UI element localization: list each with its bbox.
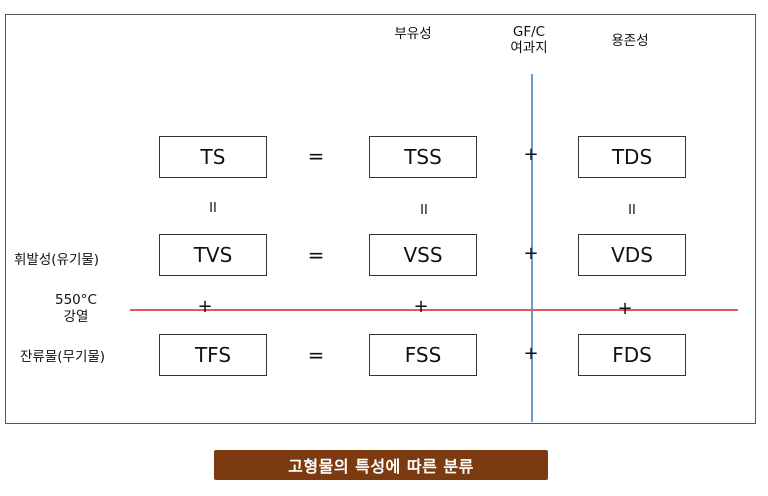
box-tfs: TFS xyxy=(159,334,267,376)
box-fss: FSS xyxy=(369,334,477,376)
label-volatile: 휘발성(유기물) xyxy=(14,252,100,268)
equals-sign: = xyxy=(307,343,325,367)
box-tss: TSS xyxy=(369,136,477,178)
box-ts: TS xyxy=(159,136,267,178)
diagram-frame xyxy=(5,14,756,424)
ignition-separator-line xyxy=(130,309,738,311)
parallel-marker: II xyxy=(628,203,636,218)
header-dissolved: 용존성 xyxy=(611,33,649,49)
equals-sign: = xyxy=(307,243,325,267)
plus-sign: + xyxy=(413,296,429,317)
parallel-marker: II xyxy=(420,203,428,218)
box-vds: VDS xyxy=(578,234,686,276)
equals-sign: = xyxy=(307,144,325,168)
header-filter: GF/C 여과지 xyxy=(496,24,562,56)
label-ignition: 550°C 강열 xyxy=(55,292,97,326)
label-fixed: 잔류물(무기물) xyxy=(20,349,106,365)
header-filter-line1: GF/C xyxy=(512,24,546,40)
parallel-marker: II xyxy=(209,201,217,216)
plus-sign: + xyxy=(523,144,539,165)
plus-sign: + xyxy=(617,298,633,319)
plus-sign: + xyxy=(523,243,539,264)
filter-separator-line xyxy=(531,74,533,422)
label-ignition-line1: 550°C xyxy=(55,292,97,308)
plus-sign: + xyxy=(523,343,539,364)
box-tvs: TVS xyxy=(159,234,267,276)
plus-sign: + xyxy=(197,296,213,317)
header-suspended: 부유성 xyxy=(394,26,432,42)
box-tds: TDS xyxy=(578,136,686,178)
header-filter-line2: 여과지 xyxy=(510,40,548,56)
box-vss: VSS xyxy=(369,234,477,276)
label-ignition-line2: 강열 xyxy=(63,309,89,325)
box-fds: FDS xyxy=(578,334,686,376)
caption-banner: 고형물의 특성에 따른 분류 xyxy=(214,450,548,480)
